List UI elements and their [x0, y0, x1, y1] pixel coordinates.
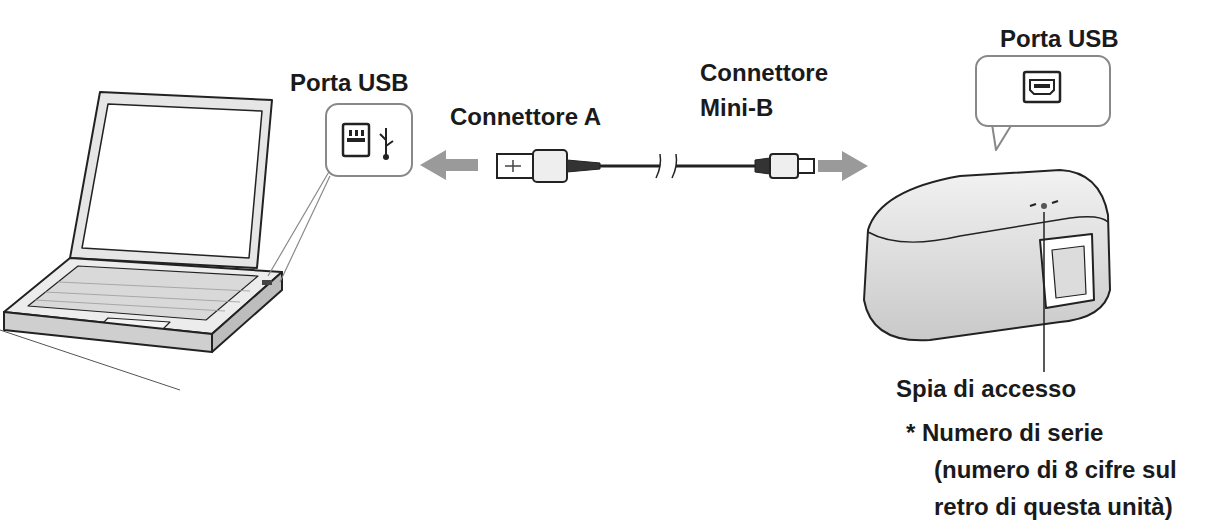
- serial-note: * Numero di serie (numero di 8 cifre sul…: [906, 414, 1188, 520]
- port-label: Porta USB: [290, 66, 409, 101]
- indicator-label: Spia di accesso: [896, 372, 1076, 407]
- connector-label: Connettore A: [450, 100, 601, 135]
- laptop: [0, 92, 282, 390]
- fingerprint-reader: [864, 170, 1110, 340]
- port-label: Porta USB: [1000, 22, 1119, 57]
- connector-label: Connettore Mini-B: [700, 56, 840, 126]
